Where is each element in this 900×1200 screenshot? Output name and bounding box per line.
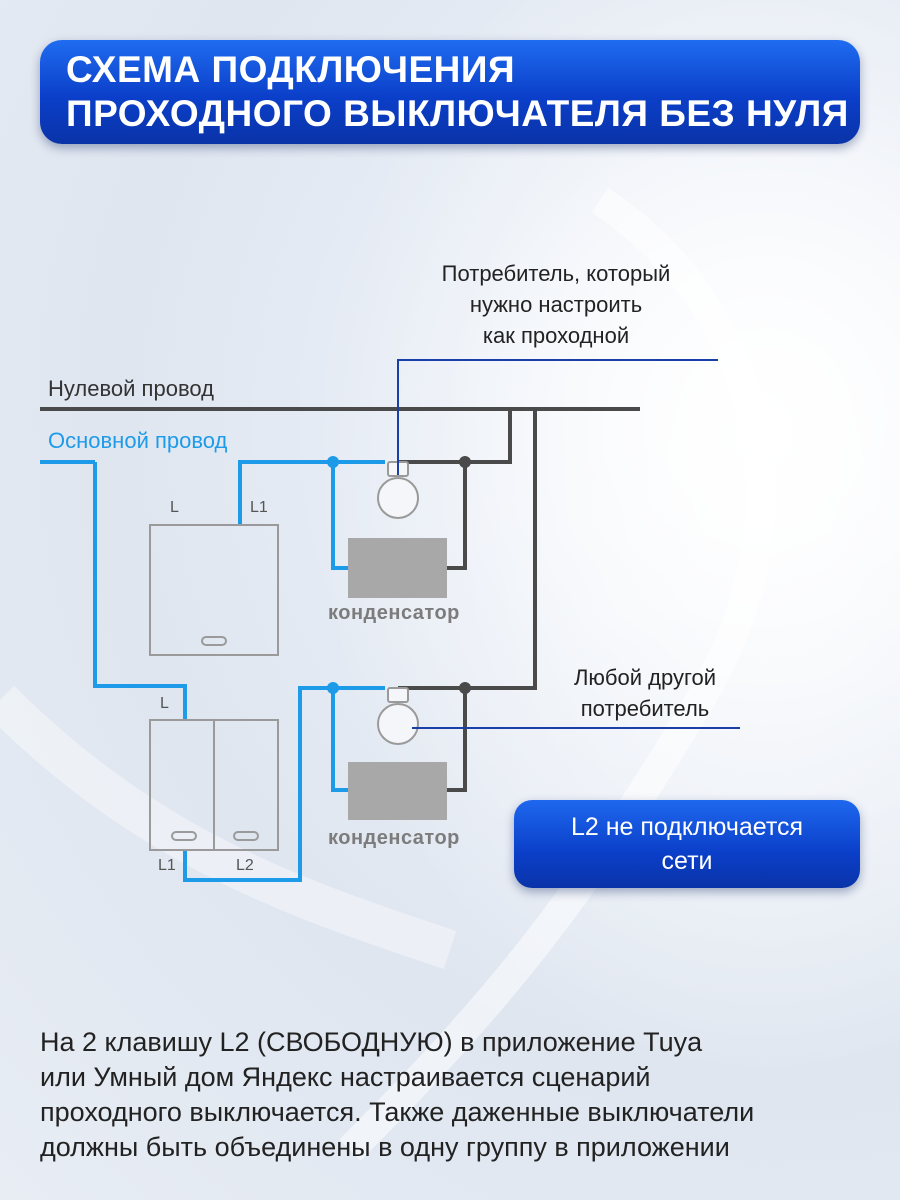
footer-line-4: должны быть объединены в одну группу в п… (40, 1132, 730, 1162)
capacitor-1-label: конденсатор (328, 602, 460, 624)
neutral-wire-label: Нулевой провод (48, 376, 214, 401)
note-banner: L2 не подключается сети (514, 800, 860, 888)
title-line-2: ПРОХОДНОГО ВЫКЛЮЧАТЕЛЯ БЕЗ НУЛЯ (66, 93, 849, 134)
consumer-1-line-3: как проходной (482, 323, 630, 348)
capacitor-1 (348, 538, 447, 598)
consumer-1-line-1: Потребитель, который (441, 261, 671, 286)
pointer-lines (397, 359, 740, 729)
main-wire-label: Основной провод (48, 428, 228, 453)
lamp-icon (377, 687, 419, 745)
consumer-2-line-2: потребитель (580, 696, 710, 721)
junction-dot (459, 682, 471, 694)
title-banner: СХЕМА ПОДКЛЮЧЕНИЯ ПРОХОДНОГО ВЫКЛЮЧАТЕЛЯ… (40, 40, 860, 144)
consumer-1-label: Потребитель, который нужно настроить как… (400, 258, 712, 351)
junction-dot (327, 456, 339, 468)
switch-2-terminal-l1: L1 (158, 857, 176, 874)
junction-dot (327, 682, 339, 694)
switch-key-indicator (201, 636, 227, 646)
note-line-2: сети (661, 847, 713, 875)
footer-line-2: или Умный дом Яндекс настраивается сцена… (40, 1062, 651, 1092)
neutral-wire (40, 407, 640, 792)
consumer-1-line-2: нужно настроить (469, 292, 643, 317)
switch-double (149, 719, 279, 851)
wiring-diagram (40, 359, 740, 882)
switch-2-terminal-l: L (160, 695, 169, 712)
capacitor-2-label: конденсатор (328, 827, 460, 849)
junction-dot (459, 456, 471, 468)
footer-line-1: На 2 клавишу L2 (СВОБОДНУЮ) в приложение… (40, 1027, 703, 1057)
switch-2-terminal-l2: L2 (236, 857, 254, 874)
note-line-1: L2 не подключается (570, 813, 804, 841)
capacitor-2 (348, 762, 447, 820)
title-line-1: СХЕМА ПОДКЛЮЧЕНИЯ (66, 49, 516, 90)
switch-single (149, 524, 279, 656)
switch-1-terminal-l1: L1 (250, 499, 268, 516)
switch-1-terminal-l: L (170, 499, 179, 516)
switch-key-indicator (233, 831, 259, 841)
consumer-2-line-1: Любой другой (573, 665, 717, 690)
consumer-2-label: Любой другой потребитель (540, 662, 750, 724)
switch-key-indicator (171, 831, 197, 841)
footer-description: На 2 клавишу L2 (СВОБОДНУЮ) в приложение… (40, 1025, 880, 1165)
footer-line-3: проходного выключается. Также даженные в… (40, 1097, 755, 1127)
